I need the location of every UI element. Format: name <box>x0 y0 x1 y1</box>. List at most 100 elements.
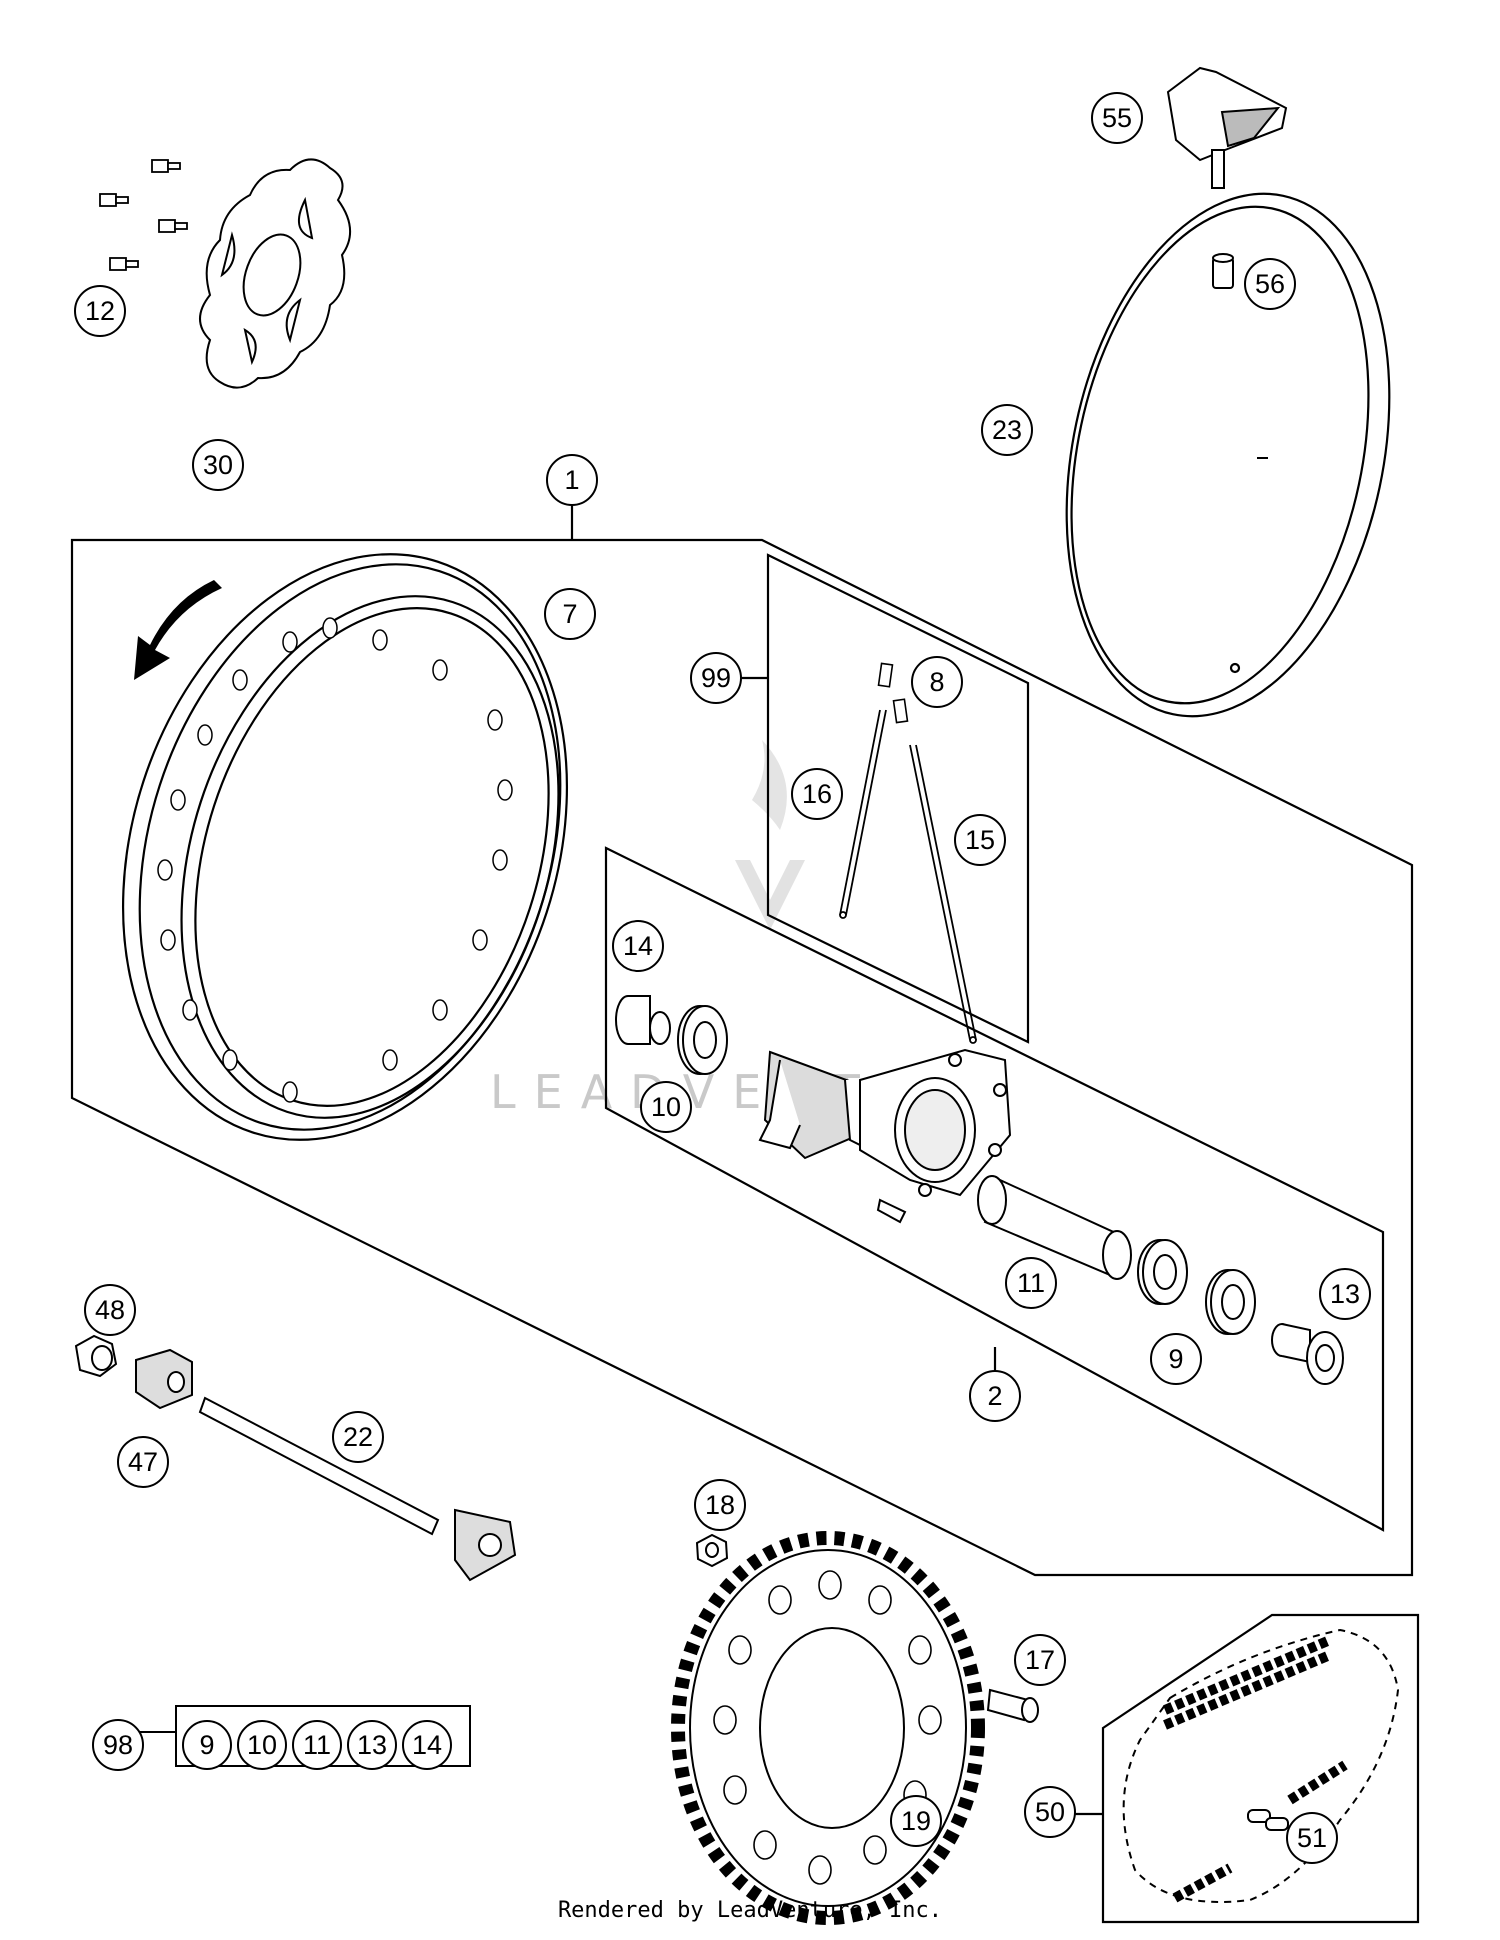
callout-99: 99 <box>690 652 742 704</box>
callout-circle <box>332 1411 384 1463</box>
callout-circle <box>969 1370 1021 1422</box>
callout-circle <box>544 588 596 640</box>
callout-19: 19 <box>890 1795 942 1847</box>
callout-number: 50 <box>1035 1797 1065 1827</box>
callout-circle <box>1014 1634 1066 1686</box>
drive-chain-50 <box>1122 1628 1400 1903</box>
group-outline-50 <box>1075 1613 1420 1924</box>
callout-number: 17 <box>1025 1645 1055 1675</box>
spoke-15 <box>909 744 977 1044</box>
wheel-hub <box>758 1048 1012 1224</box>
callout-circle <box>1091 92 1143 144</box>
callout-number: 99 <box>701 663 731 693</box>
callout-16: 16 <box>791 768 843 820</box>
callout-13: 13 <box>1319 1268 1371 1320</box>
callout-number: 56 <box>1255 269 1285 299</box>
callout-number: 11 <box>1017 1268 1045 1298</box>
callout-number: 10 <box>651 1092 681 1122</box>
sprocket-nut-18 <box>695 1533 729 1568</box>
callout-circle <box>1150 1333 1202 1385</box>
distance-sleeve-11 <box>977 1175 1132 1280</box>
callout-51: 51 <box>1286 1812 1338 1864</box>
callout-circle <box>1244 258 1296 310</box>
callout-55: 55 <box>1091 92 1143 144</box>
callout-circle <box>1286 1812 1338 1864</box>
callout-number: 14 <box>623 931 653 961</box>
callout-number: 9 <box>1168 1344 1183 1374</box>
rear-sprocket-19 <box>671 1531 985 1925</box>
callout-number: 15 <box>965 825 995 855</box>
callout-12: 12 <box>74 285 126 337</box>
axle-nut-48 <box>74 1334 118 1378</box>
valve-cap-56 <box>1212 253 1234 289</box>
bearing-10 <box>677 1005 728 1075</box>
kit-98-item-number: 10 <box>247 1730 277 1760</box>
callout-number: 22 <box>343 1422 373 1452</box>
callout-circle <box>640 1081 692 1133</box>
callout-10: 10 <box>640 1081 692 1133</box>
callout-50: 50 <box>1024 1786 1076 1838</box>
callout-circle <box>92 1719 144 1771</box>
kit-98-item: 10 <box>237 1720 287 1770</box>
callout-number: 7 <box>562 599 577 629</box>
callout-circle <box>84 1284 136 1336</box>
callout-17: 17 <box>1014 1634 1066 1686</box>
callout-2: 2 <box>969 1370 1021 1422</box>
callout-number: 30 <box>203 450 233 480</box>
kit-98-item: 14 <box>402 1720 452 1770</box>
sprocket-bolt-17 <box>986 1688 1039 1723</box>
kit-98-item: 13 <box>347 1720 397 1770</box>
disc-bolts-12 <box>99 159 188 271</box>
spoke-nipples-8 <box>877 662 909 724</box>
rotation-direction-arrow <box>134 580 222 680</box>
rim-lock-55 <box>1166 66 1288 189</box>
wheel-axle-22 <box>198 1396 517 1582</box>
callout-circle <box>612 920 664 972</box>
callout-47: 47 <box>117 1436 169 1488</box>
callout-56: 56 <box>1244 258 1296 310</box>
callout-number: 23 <box>992 415 1022 445</box>
callout-23: 23 <box>981 404 1033 456</box>
kit-98-item-number: 11 <box>303 1730 331 1760</box>
callout-circle <box>1319 1268 1371 1320</box>
spacer-13 <box>1271 1323 1344 1385</box>
group-outline-1 <box>70 492 1414 1577</box>
group-outline-99 <box>738 553 1030 1044</box>
bearing-9 <box>1137 1239 1256 1335</box>
wheel-rim-7 <box>121 553 569 1141</box>
callout-15: 15 <box>954 814 1006 866</box>
callout-number: 2 <box>987 1381 1002 1411</box>
callout-circle <box>1024 1786 1076 1838</box>
kit-98-item-number: 13 <box>357 1730 387 1760</box>
callout-number: 12 <box>85 296 115 326</box>
callout-circle <box>791 768 843 820</box>
callout-48: 48 <box>84 1284 136 1336</box>
rim-tape-23 <box>1065 192 1391 718</box>
callout-11: 11 <box>1005 1257 1057 1309</box>
callout-7: 7 <box>544 588 596 640</box>
callout-18: 18 <box>694 1479 746 1531</box>
callout-9: 9 <box>1150 1333 1202 1385</box>
footer-credit: Rendered by LeadVenture, Inc. <box>557 1898 943 1923</box>
callout-number: 18 <box>705 1490 735 1520</box>
callout-circle <box>694 1479 746 1531</box>
callout-8: 8 <box>911 656 963 708</box>
brake-disc-30 <box>199 158 351 389</box>
callout-circle <box>911 656 963 708</box>
callout-14: 14 <box>612 920 664 972</box>
callout-circle <box>546 454 598 506</box>
spoke-16 <box>839 709 887 919</box>
callout-1: 1 <box>546 454 598 506</box>
chain-joint-51 <box>1247 1809 1289 1831</box>
callout-number: 55 <box>1102 103 1132 133</box>
callout-circle <box>981 404 1033 456</box>
kit-98-item-number: 9 <box>199 1730 214 1760</box>
callout-circle <box>690 652 742 704</box>
callout-30: 30 <box>192 439 244 491</box>
callout-number: 48 <box>95 1295 125 1325</box>
chain-adjuster-47 <box>135 1348 193 1410</box>
callout-98: 98 <box>92 1719 144 1771</box>
callout-number: 1 <box>564 465 579 495</box>
